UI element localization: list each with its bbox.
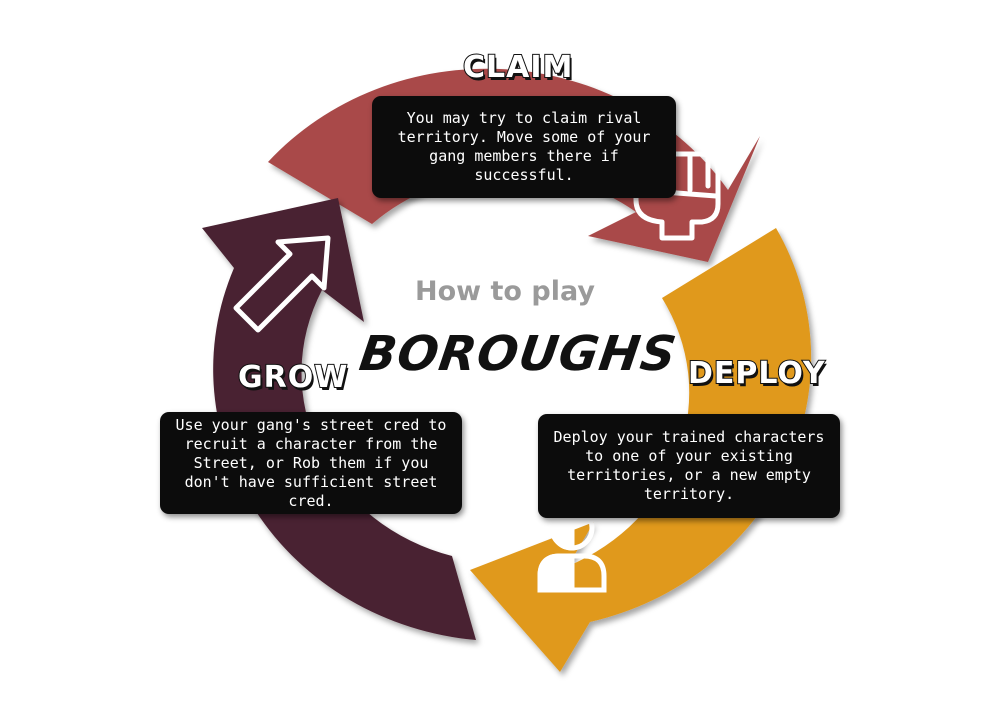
arrow-up-right-icon (233, 235, 331, 333)
deploy-title: DEPLOY (687, 355, 826, 392)
grow-title: GROW (237, 359, 349, 396)
subtitle: How to play (415, 276, 595, 307)
person-icon (537, 505, 607, 593)
grow-description: Use your gang's street cred to recruit a… (175, 415, 447, 510)
deploy-info-box: Deploy your trained characters to one of… (538, 414, 840, 518)
game-title: BOROUGHS (356, 326, 681, 382)
deploy-description: Deploy your trained characters to one of… (553, 428, 825, 503)
claim-title: CLAIM (462, 49, 574, 86)
grow-info-box: Use your gang's street cred to recruit a… (160, 412, 462, 514)
grow-arrow (202, 198, 476, 640)
claim-info-box: You may try to claim rival territory. Mo… (372, 96, 676, 198)
claim-description: You may try to claim rival territory. Mo… (397, 109, 651, 184)
